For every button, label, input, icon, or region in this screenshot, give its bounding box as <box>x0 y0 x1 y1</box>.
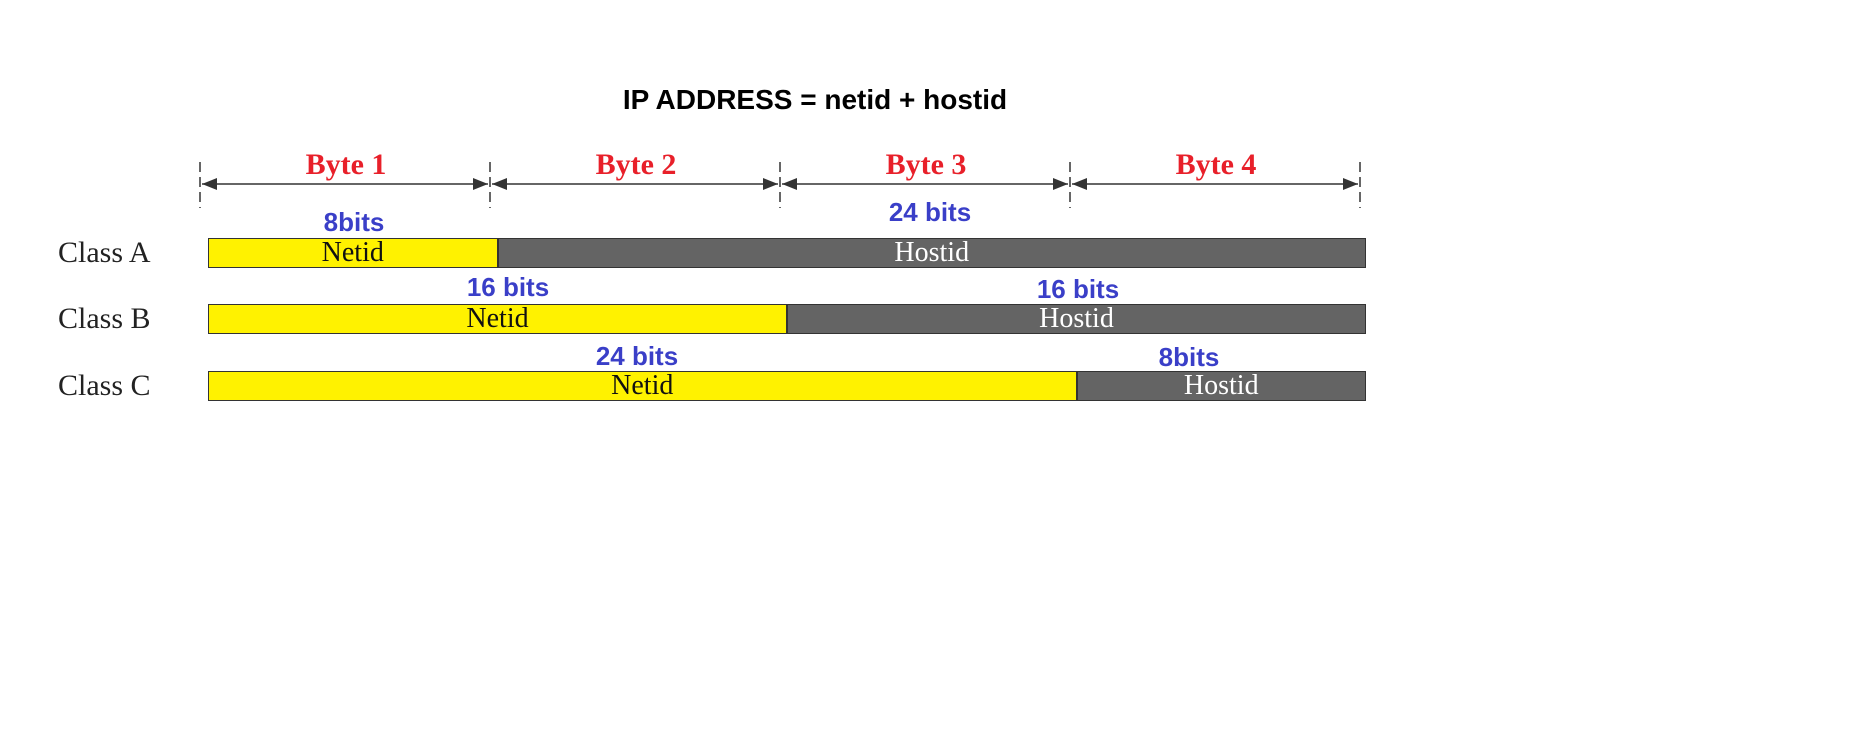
class-a-label: Class A <box>58 236 151 269</box>
class-a-netid-bits: 8bits <box>323 207 385 237</box>
class-b-label: Class B <box>58 302 151 335</box>
class-c-netid-bar: Netid <box>208 371 1077 401</box>
class-c-netid-bits: 24 bits <box>595 341 679 371</box>
class-a-hostid-bits: 24 bits <box>888 197 972 227</box>
byte-3-label: Byte 3 <box>885 148 967 181</box>
byte-1-label: Byte 1 <box>305 148 387 181</box>
byte-4-label: Byte 4 <box>1175 148 1257 181</box>
class-b-hostid-bits: 16 bits <box>1036 274 1120 304</box>
class-b-hostid-bar: Hostid <box>787 304 1366 334</box>
byte-2-label: Byte 2 <box>595 148 677 181</box>
diagram-title: IP ADDRESS = netid + hostid <box>622 84 1008 115</box>
class-a-netid-bar: Netid <box>208 238 498 268</box>
class-a-hostid-bar: Hostid <box>497 238 1366 268</box>
class-c-hostid-bar: Hostid <box>1076 371 1366 401</box>
class-c-label: Class C <box>58 369 151 402</box>
class-c-hostid-bits: 8bits <box>1158 342 1220 372</box>
class-b-netid-bar: Netid <box>208 304 787 334</box>
class-b-netid-bits: 16 bits <box>466 272 550 302</box>
